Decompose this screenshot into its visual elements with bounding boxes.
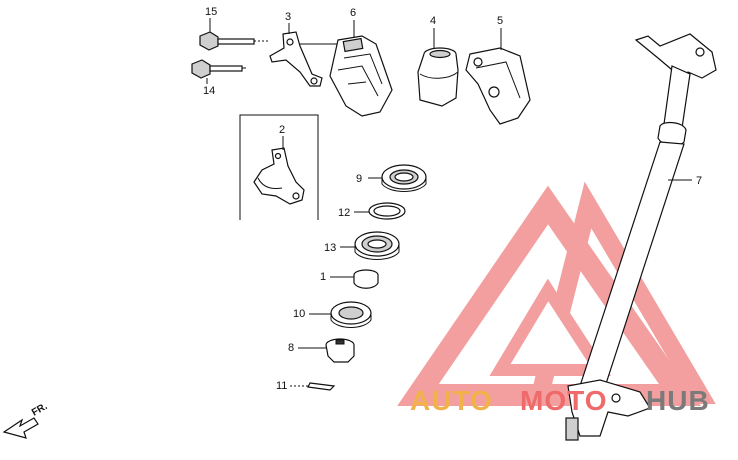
front-label: FR. [30, 401, 50, 419]
part-4-bushing: 4 [417, 15, 459, 107]
callout-7: 7 [696, 175, 702, 187]
watermark-moto: MOTO [520, 385, 607, 416]
part-2-bracket-box: 2 [239, 114, 319, 220]
callout-13: 13 [324, 242, 336, 254]
watermark-auto: AUTO [410, 385, 493, 416]
part-13-bearing: 13 [324, 231, 400, 260]
front-direction-indicator: FR. [2, 401, 50, 439]
part-8-nut: 8 [288, 338, 355, 363]
part-3-bracket: 3 [269, 11, 338, 87]
part-6-holder: 6 [329, 7, 393, 117]
callout-6: 6 [350, 7, 356, 19]
part-10-seal: 10 [293, 301, 372, 328]
callout-15: 15 [205, 6, 217, 18]
part-1-collar: 1 [320, 269, 379, 289]
callout-10: 10 [293, 308, 305, 320]
part-11-cotter-pin: 11 [276, 380, 336, 392]
callout-3: 3 [285, 11, 291, 23]
part-14-bolt: 14 [191, 59, 246, 97]
callout-2: 2 [279, 124, 285, 136]
part-5-holder: 5 [465, 15, 531, 125]
callout-5: 5 [497, 15, 503, 27]
watermark-hub: HUB [646, 385, 710, 416]
callout-14: 14 [203, 85, 215, 97]
watermark-text: AUTO MOTO HUB [410, 385, 710, 416]
callout-1: 1 [320, 271, 326, 283]
part-7-steering-shaft: 7 [565, 33, 717, 441]
callout-11: 11 [276, 380, 287, 392]
callout-4: 4 [430, 15, 436, 27]
part-12-ring: 12 [338, 202, 406, 220]
part-9-seal: 9 [356, 164, 427, 192]
callout-9: 9 [356, 173, 362, 185]
callout-12: 12 [338, 207, 350, 219]
front-arrow-icon [2, 417, 39, 439]
callout-8: 8 [288, 342, 294, 354]
watermark-logo [397, 181, 716, 406]
part-15-bolt: 15 [199, 6, 268, 51]
